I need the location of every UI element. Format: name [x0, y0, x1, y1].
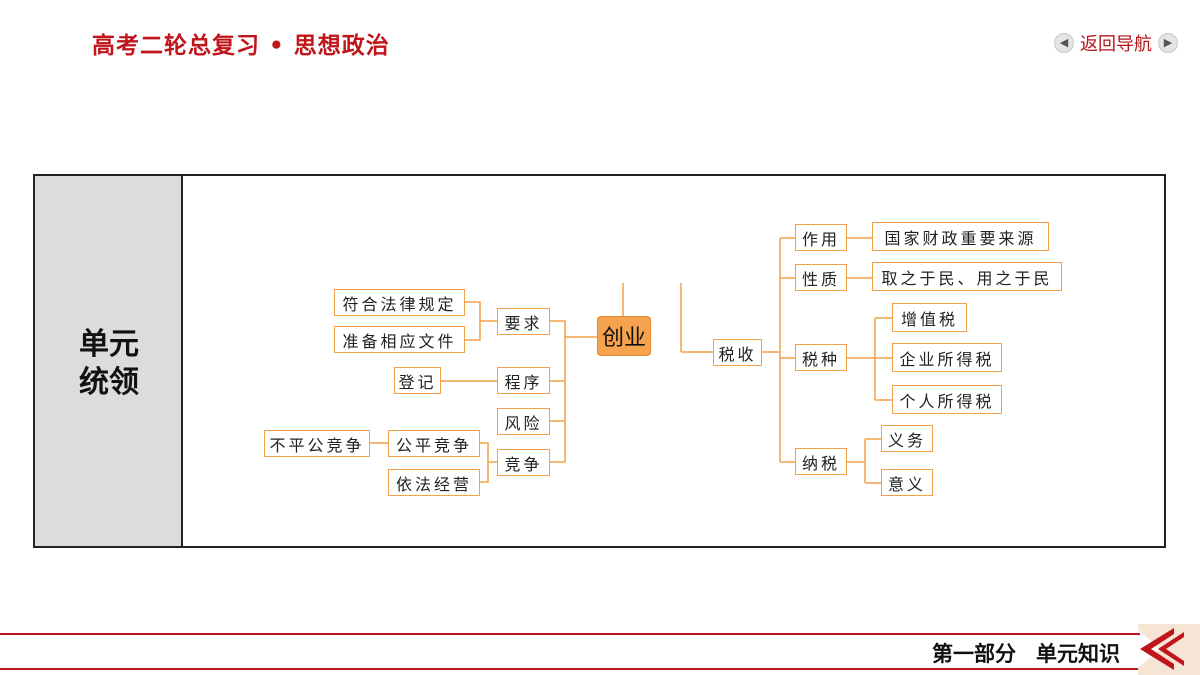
node-procedure: 程序 — [497, 367, 550, 394]
mindmap-center-node: 创业 — [597, 316, 651, 356]
arrow-right-icon[interactable]: ▶ — [1158, 33, 1178, 53]
footer-label: 第一部分单元知识 — [932, 638, 1120, 668]
node-function: 作用 — [795, 224, 847, 251]
footer-unit: 单元知识 — [1036, 642, 1120, 666]
node-taxation: 税收 — [713, 339, 762, 366]
node-prepare-documents: 准备相应文件 — [334, 326, 465, 353]
back-navigation[interactable]: ◀ 返回导航 ▶ — [1054, 30, 1178, 56]
node-lawful-operation: 依法经营 — [388, 469, 480, 496]
footer-divider-top — [0, 633, 1140, 635]
node-obligation: 义务 — [881, 425, 933, 452]
node-fair-competition: 公平竞争 — [388, 430, 480, 457]
node-tax-types: 税种 — [795, 344, 847, 371]
node-requirements: 要求 — [497, 308, 550, 335]
footer-divider-bottom — [0, 668, 1140, 670]
arrow-left-icon[interactable]: ◀ — [1054, 33, 1074, 53]
node-risk: 风险 — [497, 408, 550, 435]
page-title: 高考二轮总复习 • 思想政治 — [92, 33, 390, 59]
node-from-people-for-people: 取之于民、用之于民 — [872, 262, 1062, 291]
footer-section: 第一部分 — [932, 642, 1016, 666]
nav-label[interactable]: 返回导航 — [1080, 34, 1152, 55]
node-registration: 登记 — [394, 367, 441, 394]
node-corporate-income-tax: 企业所得税 — [892, 343, 1002, 372]
node-significance: 意义 — [881, 469, 933, 496]
node-tax-paying: 纳税 — [795, 448, 847, 475]
sidebar-title: 单元 统领 — [79, 327, 139, 400]
node-fiscal-source: 国家财政重要来源 — [872, 222, 1049, 251]
chevron-left-decoration-icon — [1138, 624, 1200, 675]
node-competition: 竞争 — [497, 449, 550, 476]
node-legal-requirements: 符合法律规定 — [334, 289, 465, 316]
node-unfair-competition: 不平公竞争 — [264, 430, 370, 457]
node-personal-income-tax: 个人所得税 — [892, 385, 1002, 414]
sidebar-panel: 单元 统领 — [35, 176, 183, 546]
node-vat: 增值税 — [892, 303, 967, 332]
node-nature: 性质 — [795, 264, 847, 291]
